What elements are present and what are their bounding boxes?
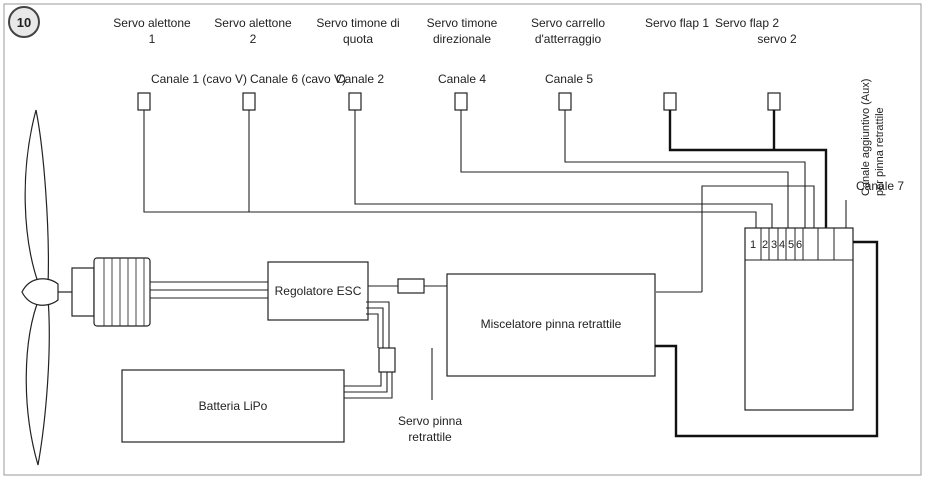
mixer-label: Miscelatore pinna retrattile <box>481 317 622 331</box>
servo-5-label-line1: Servo carrello <box>531 16 605 30</box>
fin-servo-label-line2: retrattile <box>408 430 452 444</box>
servo-6-label-line1: Servo flap 1 <box>645 16 709 30</box>
wire-connector-to-battery <box>343 372 393 399</box>
wire-esc-to-connector <box>366 301 390 348</box>
servo-1-label-line1: Servo alettone <box>113 16 191 30</box>
servo-connector-2 <box>242 92 256 111</box>
wire-mixer-power <box>655 240 879 438</box>
servo-2-label-line1: Servo alettone <box>214 16 292 30</box>
wire-motor-to-esc <box>150 281 268 299</box>
servo-1-label-line2: 1 <box>149 32 156 46</box>
servo-connector-3 <box>348 92 362 111</box>
propeller <box>21 109 59 466</box>
channel-label-2: Canale 2 <box>336 72 384 86</box>
servo-2-label-line2: 2 <box>250 32 257 46</box>
propeller-blade-top <box>24 109 49 289</box>
channel-label-6: Canale 6 (cavo V) <box>250 72 346 86</box>
receiver-slot-5: 5 <box>788 239 794 251</box>
figure-frame <box>3 3 922 476</box>
servo-7-label-line2: servo 2 <box>757 32 797 46</box>
servo-connector-6 <box>663 92 677 111</box>
propeller-blade-bottom <box>25 295 50 466</box>
propeller-spinner <box>21 278 59 306</box>
aux-channel-label: Canale aggiuntivo (Aux) per pinna retrat… <box>860 79 886 196</box>
figure-number-badge: 10 <box>8 6 40 38</box>
servo-connector-7 <box>767 92 781 111</box>
esc-box <box>267 261 369 321</box>
wire-channel-1 <box>143 110 757 230</box>
servo-connector-4 <box>454 92 468 111</box>
servo-connector-1 <box>137 92 151 111</box>
receiver-slot-1: 1 <box>750 239 756 251</box>
servo-5-label-line2: d'atterraggio <box>535 32 602 46</box>
channel-label-1: Canale 1 (cavo V) <box>151 72 247 86</box>
svg-text:Canale aggiuntivo (Aux): Canale aggiuntivo (Aux) <box>860 79 872 196</box>
receiver: 1 2 3 4 5 6 <box>744 227 854 411</box>
servo-3-label-line2: quota <box>343 32 373 46</box>
motor-body <box>93 257 151 327</box>
channel-7-label: Canale 7 <box>856 179 904 193</box>
svg-text:per pinna retrattile: per pinna retrattile <box>874 107 886 196</box>
mixer-box <box>446 273 656 377</box>
esc-label: Regolatore ESC <box>275 284 362 298</box>
wire-channel-4 <box>460 110 789 230</box>
receiver-slot-3: 3 <box>771 239 777 251</box>
esc-mixer-connector <box>397 278 425 294</box>
servo-3-label-line1: Servo timone di <box>316 16 399 30</box>
channel-label-5: Canale 5 <box>545 72 593 86</box>
wire-channel-5 <box>564 110 806 230</box>
wire-mixer-to-receiver <box>656 185 815 293</box>
motor <box>56 257 151 327</box>
channel-label-4: Canale 4 <box>438 72 486 86</box>
figure-number: 10 <box>17 15 31 30</box>
fin-servo-label-line1: Servo pinna <box>398 414 462 428</box>
servo-4-label-line1: Servo timone <box>427 16 498 30</box>
receiver-slot-2: 2 <box>762 239 768 251</box>
servo-connector-5 <box>558 92 572 111</box>
battery-box <box>121 369 345 443</box>
wire-channel-2 <box>354 110 773 230</box>
receiver-body <box>744 227 854 411</box>
servo-4-label-line2: direzionale <box>433 32 491 46</box>
battery-connector <box>378 347 396 373</box>
battery-label: Batteria LiPo <box>199 399 268 413</box>
servo-7-label-line1: Servo flap 2 <box>715 16 779 30</box>
receiver-slot-6: 6 <box>796 239 802 251</box>
motor-mount <box>71 267 95 317</box>
receiver-slot-4: 4 <box>779 239 785 251</box>
wire-flap <box>668 110 828 230</box>
